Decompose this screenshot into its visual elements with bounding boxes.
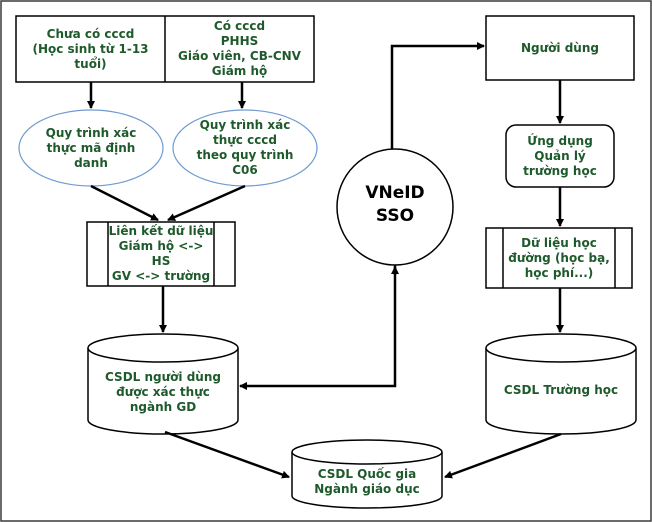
school-data-label: Dữ liệu học đường (học bạ, học phí...) <box>508 235 610 280</box>
arrow-dbusers-national <box>164 430 290 479</box>
db-national-cylinder <box>291 452 443 509</box>
arrow-cccd-link <box>167 184 246 222</box>
has-cccd-label: Có cccd PHHS Giáo viên, CB-CNV Giám hộ <box>178 19 301 78</box>
no-cccd-label: Chưa có cccd (Học sinh từ 1-13 tuổi) <box>32 26 149 71</box>
arrow-vneid-user <box>390 42 485 149</box>
db-users-top <box>87 333 239 363</box>
app-label: Ứng dụng Quản lý trường học <box>523 133 597 178</box>
db-school-top <box>485 333 637 363</box>
db-users-cylinder <box>87 348 239 435</box>
db-users-label: CSDL người dùng được xác thực ngành GD <box>105 369 221 414</box>
db-school-label: CSDL Trường học <box>503 382 619 397</box>
db-school-cylinder <box>485 348 637 435</box>
db-national-label: CSDL Quốc gia Ngành giáo dục <box>314 467 420 496</box>
arrow-dbschool-national <box>444 432 562 479</box>
arrow-id-link <box>90 184 159 222</box>
school-data-box <box>485 227 633 289</box>
process-id-label: Quy trình xác thực mã định danh <box>45 125 137 170</box>
link-data-label: Liên kết dữ liệu Giám hộ <-> HS GV <-> t… <box>108 224 214 283</box>
arrow-vneid-dbusers <box>239 265 397 390</box>
link-data-box <box>86 221 236 287</box>
vneid-label: VNeID SSO <box>365 183 425 226</box>
process-cccd-label: Quy trình xác thực cccd theo quy trình C… <box>196 118 294 177</box>
user-box <box>485 15 635 81</box>
user-label: Người dùng <box>521 40 599 55</box>
db-national-top <box>291 439 443 465</box>
